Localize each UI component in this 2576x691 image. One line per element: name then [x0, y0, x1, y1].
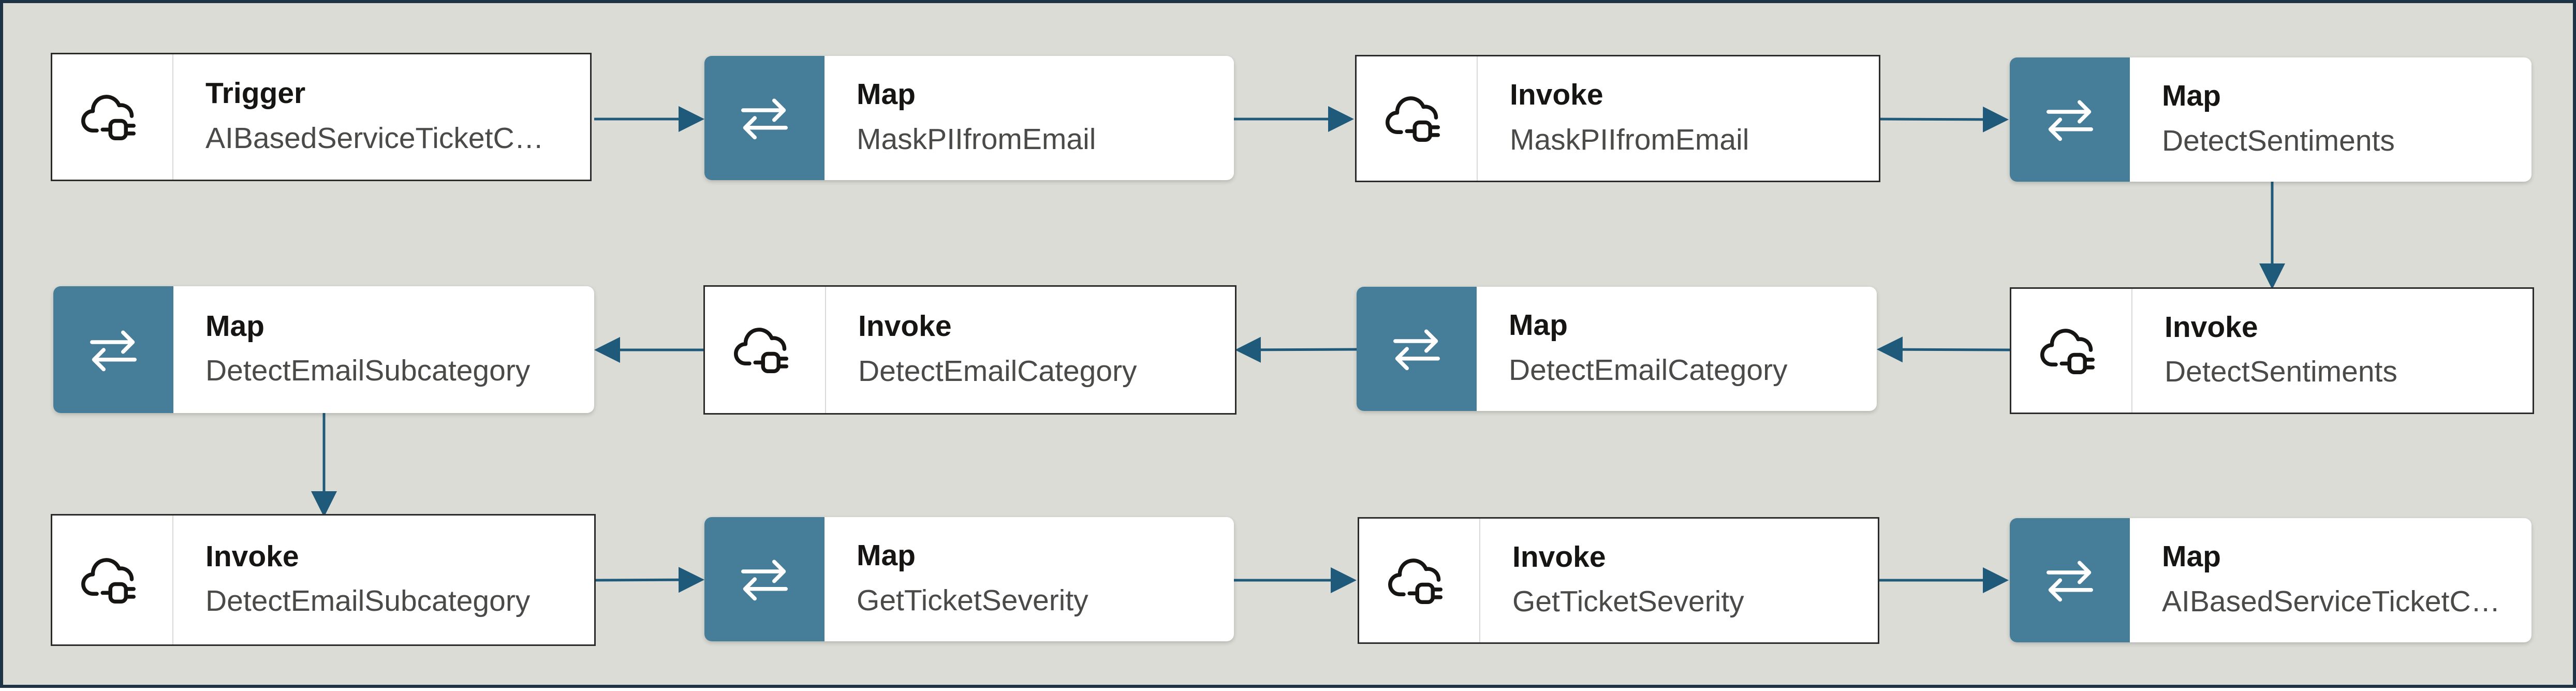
- cloud-plug-icon: [52, 516, 173, 644]
- flow-node-map[interactable]: Map DetectEmailSubcategory: [53, 286, 594, 413]
- flow-node-invoke[interactable]: Invoke DetectEmailSubcategory: [51, 514, 596, 646]
- node-type-label: Map: [205, 309, 264, 343]
- node-name-label: DetectSentiments: [2165, 355, 2397, 389]
- cloud-plug-icon: [52, 54, 173, 180]
- node-type-label: Map: [2162, 79, 2221, 113]
- connector-6-7: [1235, 336, 1357, 363]
- flow-node-invoke[interactable]: Invoke GetTicketSeverity: [1358, 517, 1879, 644]
- node-type-label: Map: [1509, 308, 1568, 342]
- node-name-label: GetTicketSeverity: [1512, 585, 1744, 619]
- swap-arrows-icon: [1357, 287, 1477, 411]
- flow-node-map[interactable]: Map DetectSentiments: [2010, 57, 2531, 182]
- node-type-label: Map: [857, 78, 916, 111]
- connector-5-6: [1877, 336, 2010, 363]
- flow-node-trigger[interactable]: Trigger AIBasedServiceTicketC…: [51, 53, 592, 181]
- swap-arrows-icon: [704, 56, 825, 180]
- flow-node-map[interactable]: Map DetectEmailCategory: [1357, 287, 1877, 411]
- swap-arrows-icon: [53, 286, 173, 413]
- flow-node-invoke[interactable]: Invoke DetectEmailCategory: [703, 285, 1237, 415]
- flow-node-invoke[interactable]: Invoke DetectSentiments: [2010, 287, 2534, 414]
- flow-node-map[interactable]: Map AIBasedServiceTicketC…: [2010, 518, 2531, 642]
- node-name-label: MaskPIIfromEmail: [857, 122, 1096, 156]
- node-type-label: Invoke: [205, 539, 299, 573]
- node-type-label: Invoke: [1510, 78, 1603, 112]
- flow-connectors: [311, 106, 2285, 593]
- cloud-plug-icon: [1359, 519, 1480, 642]
- node-type-label: Invoke: [858, 310, 952, 343]
- node-name-label: AIBasedServiceTicketC…: [2162, 584, 2500, 618]
- node-name-label: AIBasedServiceTicketC…: [205, 121, 544, 155]
- node-type-label: Invoke: [2165, 310, 2258, 344]
- node-name-label: DetectSentiments: [2162, 124, 2395, 157]
- swap-arrows-icon: [2010, 518, 2130, 642]
- node-type-label: Invoke: [1512, 540, 1606, 574]
- node-type-label: Map: [2162, 540, 2221, 574]
- node-name-label: GetTicketSeverity: [857, 583, 1088, 617]
- swap-arrows-icon: [2010, 57, 2130, 182]
- node-name-label: DetectEmailSubcategory: [205, 584, 531, 618]
- cloud-plug-icon: [1357, 56, 1478, 181]
- cloud-plug-icon: [705, 287, 826, 413]
- swap-arrows-icon: [704, 517, 825, 641]
- flow-node-invoke[interactable]: Invoke MaskPIIfromEmail: [1355, 55, 1880, 182]
- node-name-label: DetectEmailCategory: [1509, 353, 1788, 387]
- cloud-plug-icon: [2011, 289, 2132, 413]
- node-name-label: MaskPIIfromEmail: [1510, 123, 1749, 156]
- flow-node-map[interactable]: Map GetTicketSeverity: [704, 517, 1234, 641]
- node-type-label: Map: [857, 539, 916, 572]
- node-name-label: DetectEmailSubcategory: [205, 354, 531, 388]
- node-name-label: DetectEmailCategory: [858, 354, 1137, 388]
- node-type-label: Trigger: [205, 77, 306, 110]
- connector-3-4: [1877, 106, 2009, 133]
- flow-node-map[interactable]: Map MaskPIIfromEmail: [704, 56, 1234, 180]
